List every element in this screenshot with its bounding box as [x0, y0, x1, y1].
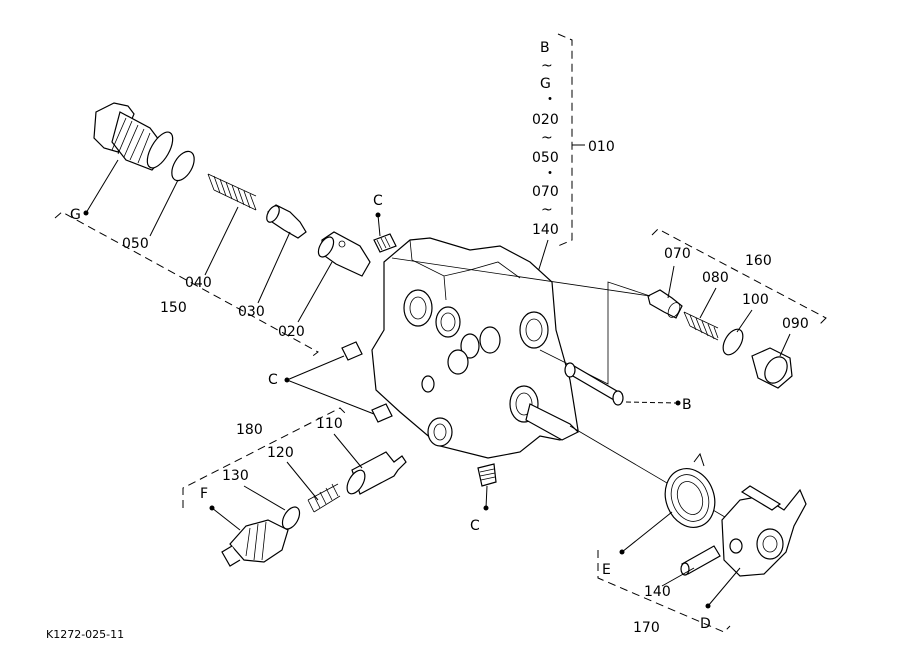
label-c-top: C: [373, 193, 383, 209]
part-040-spring: [207, 173, 257, 211]
label-c-left: C: [268, 372, 278, 388]
svg-text:~: ~: [541, 58, 553, 74]
label-040: 040: [185, 275, 212, 291]
label-130: 130: [222, 468, 249, 484]
label-090: 090: [782, 316, 809, 332]
bracket-180: [182, 407, 347, 508]
part-c-plug-bottom: [477, 463, 497, 487]
label-070: 070: [664, 246, 691, 262]
label-180: 180: [236, 422, 263, 438]
part-030-pin: [266, 204, 307, 239]
part-110-plunger: [346, 451, 407, 495]
range-stack: B ~ G ・ 020 ~ 050 ・ 070 ~ 140: [532, 40, 559, 238]
part-020-spool: [317, 231, 371, 277]
svg-text:070: 070: [532, 184, 559, 200]
svg-text:~: ~: [541, 130, 553, 146]
part-f-fitting: [221, 519, 289, 567]
label-010: 010: [588, 139, 615, 155]
svg-text:B: B: [540, 40, 550, 56]
svg-text:G: G: [540, 76, 551, 92]
label-100: 100: [742, 292, 769, 308]
svg-text:・: ・: [543, 92, 557, 108]
label-110: 110: [316, 416, 343, 432]
part-d-lever: [721, 485, 807, 577]
label-030: 030: [238, 304, 265, 320]
svg-text:140: 140: [532, 222, 559, 238]
part-070-plug: [647, 289, 683, 319]
part-120-spring: [307, 483, 341, 513]
label-080: 080: [702, 270, 729, 286]
label-f: F: [200, 486, 208, 502]
part-b-pin: [564, 362, 624, 406]
svg-text:~: ~: [541, 202, 553, 218]
part-100-oring: [722, 328, 744, 356]
label-160: 160: [745, 253, 772, 269]
part-080-spring: [683, 311, 719, 341]
label-140: 140: [644, 584, 671, 600]
bracket-170: [597, 550, 731, 633]
bracket-150: [54, 211, 319, 359]
part-c-plug-top: [373, 233, 397, 253]
reference-code: K1272-025-11: [46, 628, 124, 641]
label-c-bottom: C: [470, 518, 480, 534]
bracket-160: [651, 228, 827, 325]
svg-text:050: 050: [532, 150, 559, 166]
label-050: 050: [122, 236, 149, 252]
label-e: E: [602, 562, 611, 578]
part-g-fitting: [93, 102, 174, 171]
part-050-oring: [171, 150, 195, 182]
part-090-plug: [751, 347, 793, 389]
label-150: 150: [160, 300, 187, 316]
label-120: 120: [267, 445, 294, 461]
label-d: D: [700, 616, 711, 632]
label-170: 170: [633, 620, 660, 636]
svg-text:020: 020: [532, 112, 559, 128]
label-g: G: [70, 207, 81, 223]
label-020: 020: [278, 324, 305, 340]
part-140-pin: [680, 545, 721, 576]
range-bracket: [557, 33, 585, 247]
svg-text:・: ・: [543, 166, 557, 182]
valve-body: [371, 237, 580, 459]
part-c-plug-left: [341, 341, 393, 423]
label-b: B: [682, 397, 692, 413]
part-e-spring: [664, 452, 716, 528]
